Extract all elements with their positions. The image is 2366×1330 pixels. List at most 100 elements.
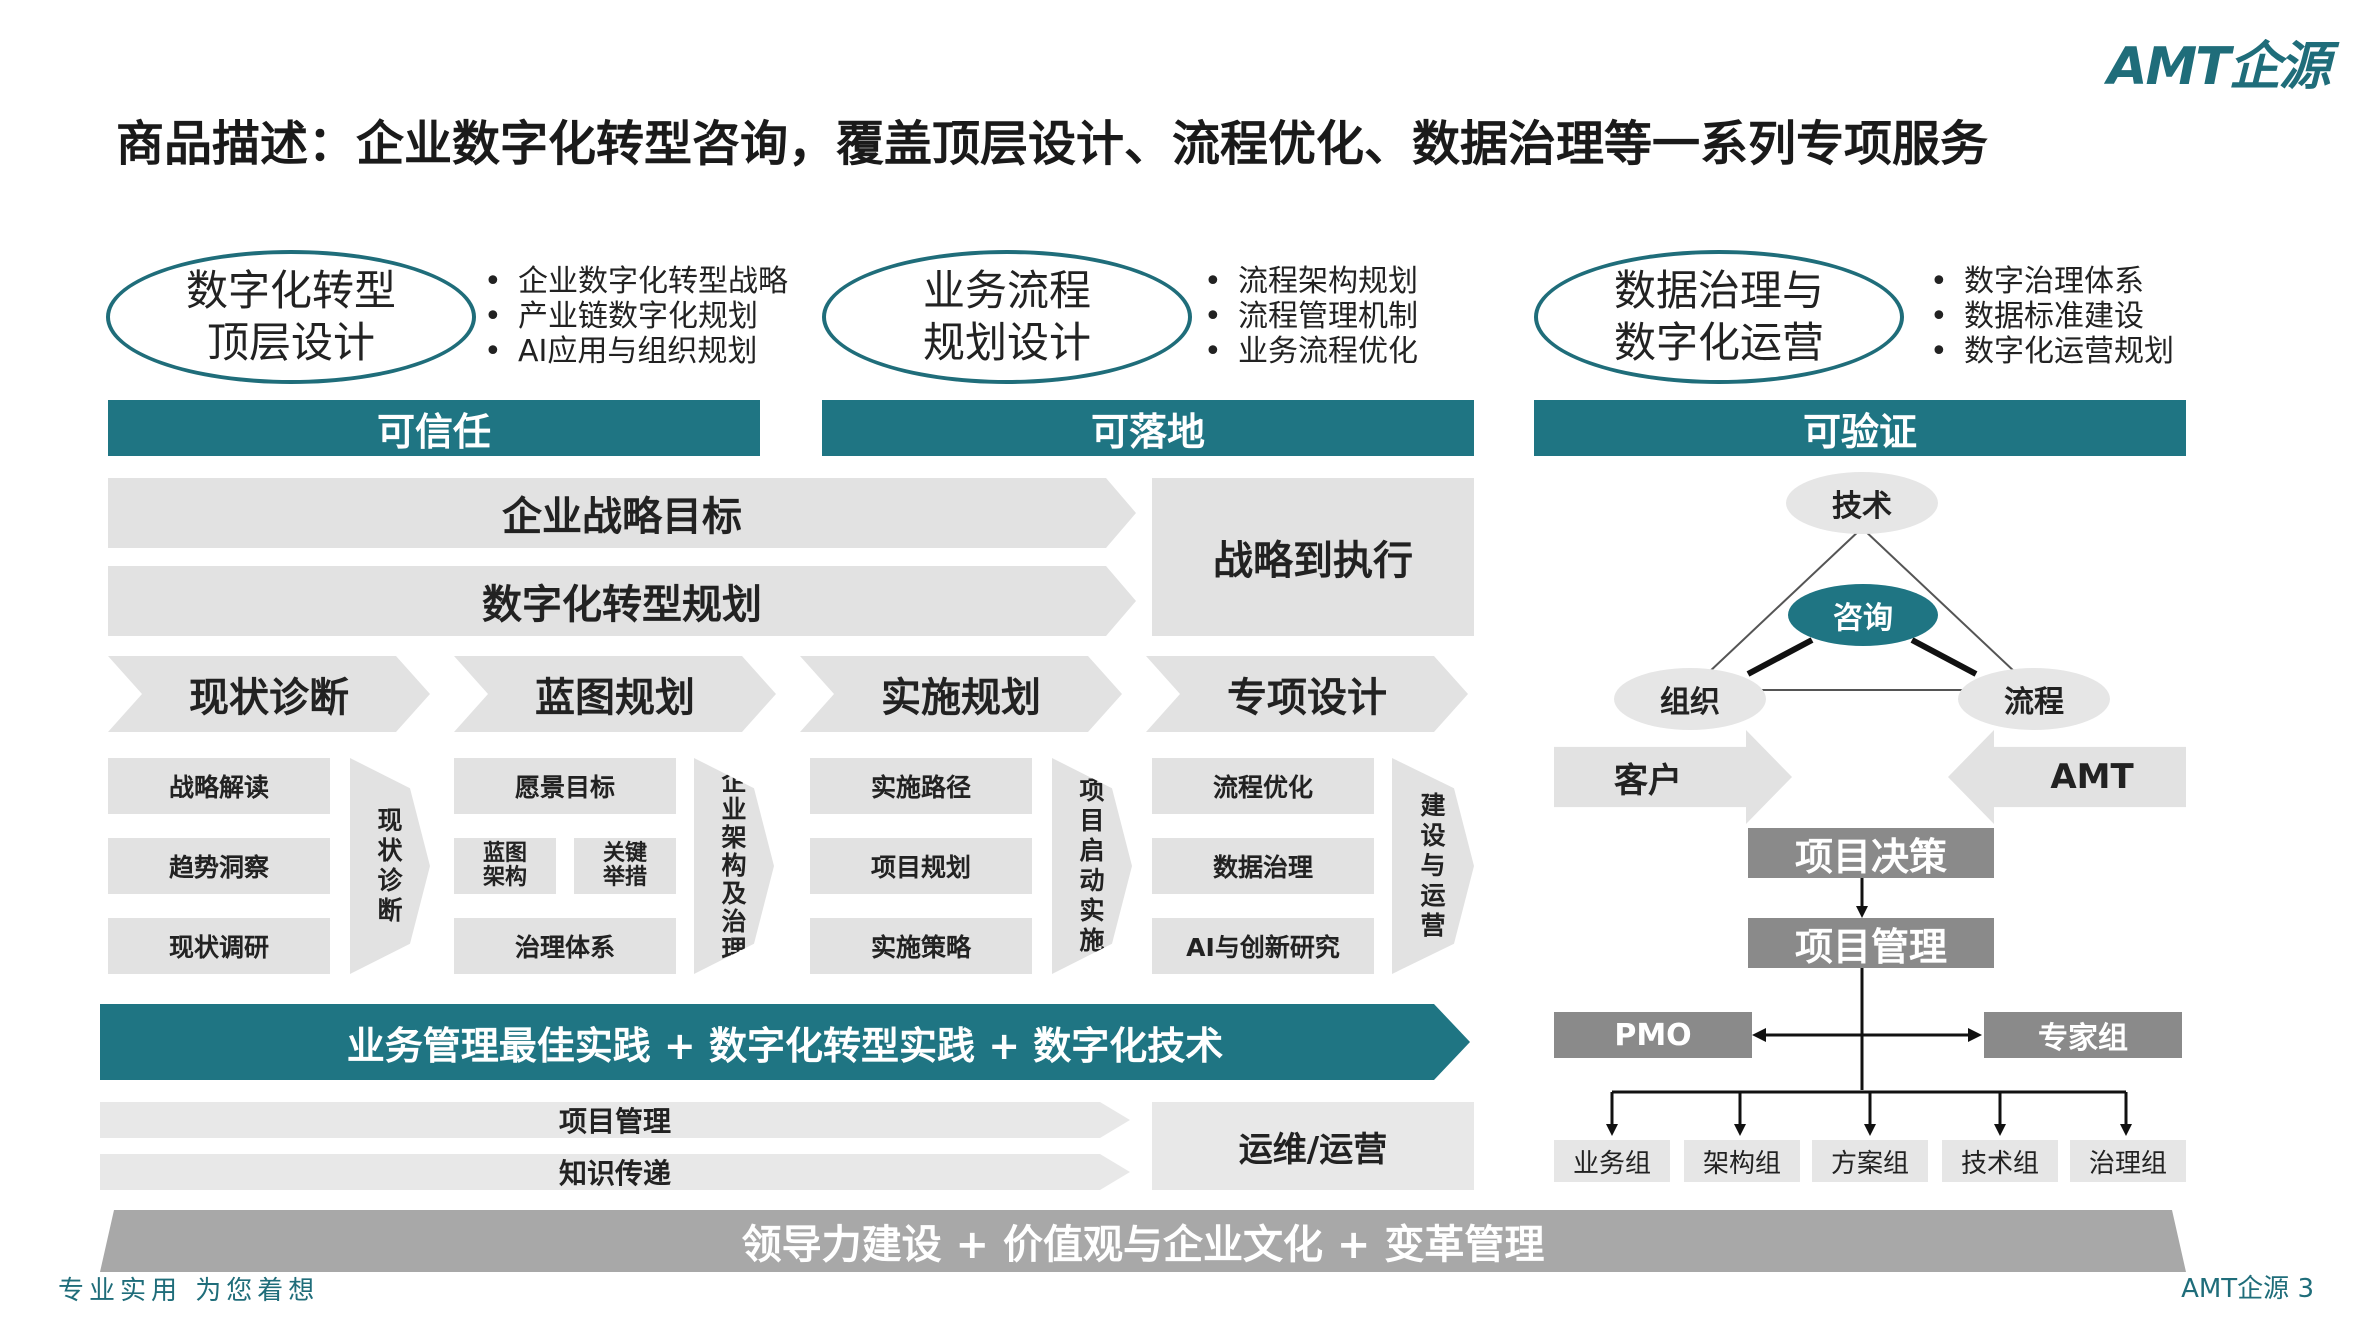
node-process: 流程: [1958, 668, 2110, 730]
arrowhead: [1606, 1124, 1618, 1136]
expert-group-box: 专家组: [1984, 1012, 2182, 1058]
bullet-item: 流程架构规划: [1204, 264, 1418, 299]
pmo-box: PMO: [1554, 1012, 1752, 1058]
oval-line-1: 数据治理与: [1613, 265, 1824, 315]
arrow-char: 设: [1420, 821, 1446, 850]
phase-blueprint: 蓝图规划: [454, 656, 776, 732]
arrow-char: 状: [377, 836, 403, 865]
item-blueprint-architecture: 蓝图 架构: [454, 838, 556, 894]
project-management-arrow: 项目管理: [100, 1102, 1130, 1138]
bullet-list: 数字治理体系 数据标准建设 数字化运营规划: [1930, 264, 2174, 369]
item-implementation-strategy: 实施策略: [810, 918, 1032, 974]
oval-line-2: 顶层设计: [206, 318, 375, 367]
oval-process-design: 业务流程 规划设计: [822, 250, 1192, 384]
label-line: 举措: [602, 865, 647, 890]
arrowhead: [1734, 1124, 1746, 1136]
bullet-item: AI应用与组织规划: [484, 334, 788, 369]
item-vision-goal: 愿景目标: [454, 758, 676, 814]
arrow-char: 运: [1420, 881, 1446, 910]
oval-line-1: 数字化转型: [185, 265, 396, 315]
team-governance: 治理组: [2070, 1140, 2186, 1182]
project-decision-box: 项目决策: [1748, 828, 1994, 879]
label-line: 蓝图: [482, 841, 527, 866]
arrow-char: 与: [1420, 851, 1446, 880]
arrowhead: [1856, 906, 1868, 918]
arrow-char: 治: [721, 907, 747, 936]
arrow-char: 实: [1079, 896, 1105, 925]
band-trustworthy: 可信任: [108, 400, 760, 456]
arrowhead: [2120, 1124, 2132, 1136]
bullet-item: 流程管理机制: [1204, 299, 1418, 334]
arrow-char: 断: [377, 896, 403, 925]
line-center-process: [1910, 637, 1978, 677]
arrow-char: 架: [721, 823, 747, 852]
arrow-char: 建: [1420, 791, 1446, 820]
operation-box: 运维/运营: [1152, 1102, 1474, 1190]
project-management-box: 项目管理: [1748, 918, 1994, 969]
node-organization: 组织: [1614, 668, 1766, 730]
oval-top-level-design: 数字化转型 顶层设计: [106, 250, 476, 384]
team-technology: 技术组: [1942, 1140, 2058, 1182]
line-tech-process: [1861, 527, 2035, 691]
item-implementation-path: 实施路径: [810, 758, 1032, 814]
bullet-item: 业务流程优化: [1204, 334, 1418, 369]
bullet-list: 企业数字化转型战略 产业链数字化规划 AI应用与组织规划: [484, 264, 788, 369]
bullet-item: 产业链数字化规划: [484, 299, 788, 334]
arrow-char: 营: [1420, 911, 1446, 940]
arrow-char: 业: [721, 795, 747, 824]
bullet-item: 数字化运营规划: [1930, 334, 2174, 369]
item-trend-insight: 趋势洞察: [108, 838, 330, 894]
item-governance-system: 治理体系: [454, 918, 676, 974]
team-business: 业务组: [1554, 1140, 1670, 1182]
practice-banner: 业务管理最佳实践 + 数字化转型实践 + 数字化技术: [100, 1004, 1470, 1080]
team-architecture: 架构组: [1684, 1140, 1800, 1182]
arrow-char: 启: [1079, 836, 1105, 865]
arrow-char: 及: [721, 879, 747, 908]
team-solution: 方案组: [1812, 1140, 1928, 1182]
label-line: 关键: [602, 841, 647, 866]
knowledge-transfer-arrow: 知识传递: [100, 1154, 1130, 1190]
arrowhead: [1994, 1124, 2006, 1136]
oval-line-2: 规划设计: [922, 318, 1091, 367]
arrowhead-right: [1968, 1028, 1982, 1042]
arrow-char: 现: [377, 806, 403, 835]
item-status-research: 现状调研: [108, 918, 330, 974]
arrow-char: 动: [1079, 866, 1105, 895]
line-center-org: [1746, 637, 1814, 677]
band-verifiable: 可验证: [1534, 400, 2186, 456]
phase-diagnosis: 现状诊断: [108, 656, 430, 732]
label-line: 架构: [482, 865, 527, 890]
bullet-list: 流程架构规划 流程管理机制 业务流程优化: [1204, 264, 1418, 369]
oval-line-1: 业务流程: [922, 265, 1091, 315]
foundation-bar: 领导力建设 + 价值观与企业文化 + 变革管理: [100, 1210, 2186, 1272]
arrowhead-left: [1752, 1028, 1766, 1042]
item-key-measures: 关键 举措: [574, 838, 676, 894]
oval-data-governance: 数据治理与 数字化运营: [1534, 250, 1904, 384]
strategy-goal-arrow: 企业战略目标: [108, 478, 1136, 548]
arrowhead: [1864, 1124, 1876, 1136]
item-strategy-reading: 战略解读: [108, 758, 330, 814]
footer-slogan: 专业实用 为您着想: [58, 1276, 320, 1306]
band-implementable: 可落地: [822, 400, 1474, 456]
bullet-item: 企业数字化转型战略: [484, 264, 788, 299]
page-title: 商品描述：企业数字化转型咨询，覆盖顶层设计、流程优化、数据治理等一系列专项服务: [116, 116, 1989, 172]
node-consulting: 咨询: [1788, 584, 1938, 646]
item-process-optimization: 流程优化: [1152, 758, 1374, 814]
bullet-item: 数字治理体系: [1930, 264, 2174, 299]
item-data-governance: 数据治理: [1152, 838, 1374, 894]
transformation-plan-arrow: 数字化转型规划: [108, 566, 1136, 636]
line-tech-org: [1689, 527, 1863, 691]
node-technology: 技术: [1786, 472, 1938, 534]
item-project-planning: 项目规划: [810, 838, 1032, 894]
amt-logo: AMT企源: [2107, 36, 2330, 97]
arrow-char: 构: [721, 851, 747, 880]
page-number: AMT企源 3: [2181, 1274, 2314, 1304]
arrow-char: 目: [1079, 806, 1105, 835]
strategy-to-execution: 战略到执行: [1152, 478, 1474, 636]
phase-special-design: 专项设计: [1146, 656, 1468, 732]
arrow-char: 诊: [377, 866, 403, 895]
phase-implementation: 实施规划: [800, 656, 1122, 732]
oval-line-2: 数字化运营: [1613, 318, 1824, 367]
